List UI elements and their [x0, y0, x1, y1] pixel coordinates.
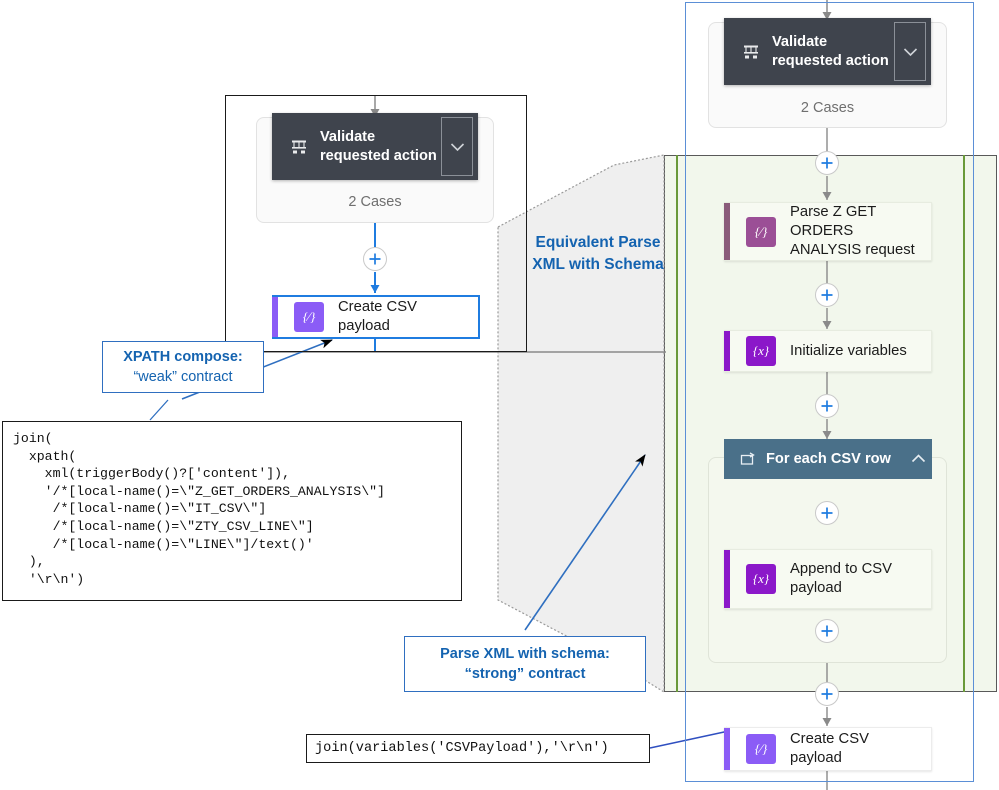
- left-validate-header-label: Validate requested action: [320, 128, 437, 164]
- equivalence-label: Equivalent Parse XML with Schema: [513, 232, 683, 276]
- green-region-accent-left: [676, 155, 678, 692]
- right-foreach-csv-row-header[interactable]: For each CSV row: [724, 439, 932, 479]
- right-validate-header-label: Validate requested action: [772, 33, 889, 69]
- right-validate-requested-action-header[interactable]: Validate requested action: [724, 18, 931, 85]
- plus-icon: [821, 625, 833, 637]
- right-append-to-csv-payload-card[interactable]: {x} Append to CSV payload: [724, 549, 932, 609]
- right-add-step-button-6[interactable]: [815, 682, 839, 706]
- compose-icon: {⁄}: [294, 302, 324, 332]
- right-initialize-variables-label: Initialize variables: [790, 342, 907, 359]
- right-add-step-button-5[interactable]: [815, 619, 839, 643]
- left-flow-frame: [225, 95, 527, 352]
- left-add-step-button[interactable]: [363, 247, 387, 271]
- join-expression-code-box: join(variables('CSVPayload'),'\r\n'): [306, 734, 650, 763]
- compose-icon: {⁄}: [746, 734, 776, 764]
- callout-strong-line1: Parse XML with schema:: [440, 646, 610, 662]
- plus-icon: [821, 507, 833, 519]
- plus-icon: [821, 157, 833, 169]
- plus-icon: [369, 253, 381, 265]
- left-scope-cases-label: 2 Cases: [348, 194, 402, 210]
- right-add-step-button-3[interactable]: [815, 394, 839, 418]
- variables-icon: {x}: [746, 564, 776, 594]
- right-parse-xml-card[interactable]: {⁄} Parse Z GET ORDERS ANALYSIS request: [724, 202, 932, 261]
- callout-weak-line1: XPATH compose:: [123, 349, 243, 365]
- xpath-expression-code-box: join( xpath( xml(triggerBody()?['content…: [2, 421, 462, 601]
- variables-icon: {x}: [746, 336, 776, 366]
- right-parse-xml-label: Parse Z GET ORDERS ANALYSIS request: [790, 204, 915, 258]
- chevron-down-icon[interactable]: [441, 117, 473, 176]
- chevron-down-icon[interactable]: [894, 22, 926, 81]
- callout-weak-contract: XPATH compose: “weak” contract: [102, 341, 264, 393]
- equivalence-label-line2: XML with Schema: [532, 256, 664, 273]
- right-append-to-csv-label: Append to CSV payload: [790, 561, 893, 596]
- right-create-csv-label: Create CSV payload: [790, 731, 869, 766]
- callout-strong-line2: “strong” contract: [464, 666, 586, 682]
- plus-icon: [821, 289, 833, 301]
- chevron-up-icon[interactable]: [904, 454, 932, 464]
- leader-strong-contract: [524, 454, 646, 631]
- left-create-csv-payload-card[interactable]: {⁄} Create CSV payload: [272, 295, 480, 339]
- right-initialize-variables-card[interactable]: {x} Initialize variables: [724, 330, 932, 372]
- card-accent-bar: [724, 550, 730, 608]
- leader-code-to-weak: [149, 399, 169, 421]
- card-accent-bar: [724, 203, 730, 260]
- right-flow-frame: [685, 2, 974, 782]
- switch-case-icon: [284, 138, 314, 156]
- parse-xml-icon: {⁄}: [746, 216, 776, 247]
- right-create-csv-payload-card[interactable]: {⁄} Create CSV payload: [724, 727, 932, 771]
- right-foreach-header-label: For each CSV row: [766, 451, 891, 467]
- left-create-csv-label: Create CSV payload: [338, 299, 417, 334]
- plus-icon: [821, 400, 833, 412]
- right-scope-cases-label: 2 Cases: [800, 100, 855, 116]
- right-add-step-button-4[interactable]: [815, 501, 839, 525]
- right-add-step-button-2[interactable]: [815, 283, 839, 307]
- callout-weak-line2: “weak” contract: [133, 369, 233, 385]
- plus-icon: [821, 688, 833, 700]
- loop-icon: [734, 451, 760, 467]
- card-accent-bar: [724, 331, 730, 371]
- right-add-step-button-1[interactable]: [815, 151, 839, 175]
- switch-case-icon: [736, 43, 766, 61]
- callout-strong-contract: Parse XML with schema: “strong” contract: [404, 636, 646, 692]
- card-accent-bar: [724, 728, 730, 770]
- green-region-accent-right: [963, 155, 965, 692]
- card-accent-bar: [272, 297, 278, 337]
- left-validate-requested-action-header[interactable]: Validate requested action: [272, 113, 478, 180]
- equivalence-label-line1: Equivalent Parse: [535, 234, 661, 251]
